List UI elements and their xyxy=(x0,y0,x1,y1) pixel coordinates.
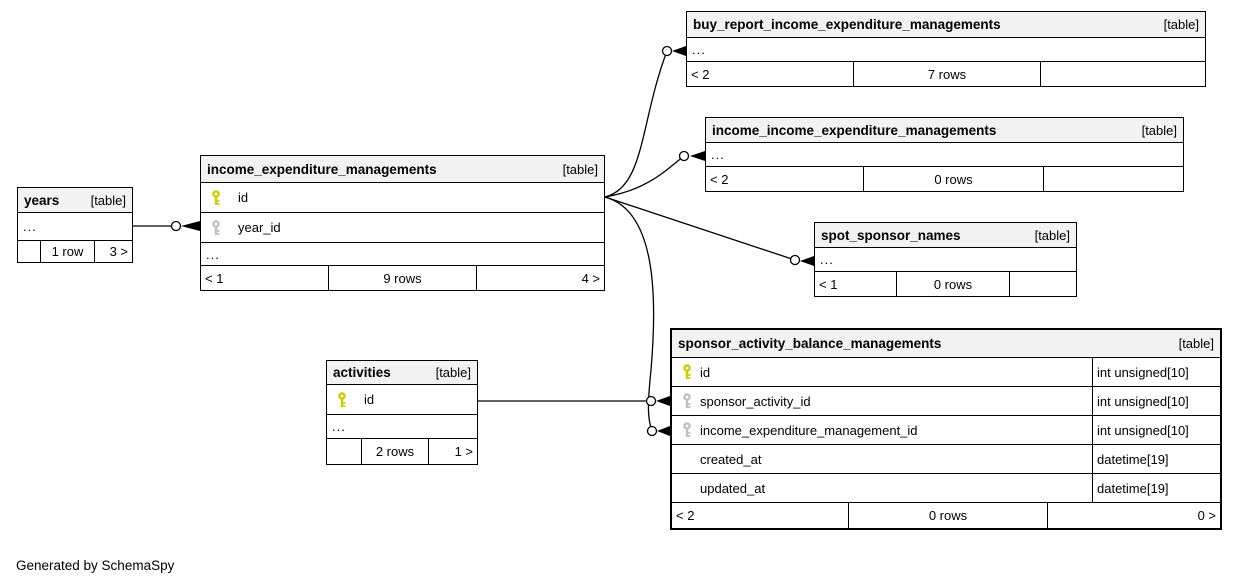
row-count: 0 rows xyxy=(897,272,1010,296)
child-count: 1 > xyxy=(454,444,473,459)
ellipsis-row: ... xyxy=(815,248,1076,272)
table-name: income_expenditure_managements xyxy=(207,161,437,177)
column-name: id xyxy=(238,190,249,205)
parent-count: < 1 xyxy=(815,272,897,296)
ellipsis-row: ... xyxy=(201,243,604,266)
child-count xyxy=(1041,62,1205,86)
column-row: id xyxy=(201,183,604,213)
parent-count: < 2 xyxy=(672,503,849,528)
table-footer: < 2 7 rows xyxy=(687,62,1205,86)
table-tag: [table] xyxy=(1163,17,1199,32)
column-name: income_expenditure_management_id xyxy=(700,422,918,438)
table-tag: [table] xyxy=(1141,122,1177,138)
table-tag: [table] xyxy=(90,192,126,208)
foreign-key-icon xyxy=(210,219,222,236)
column-row: year_id xyxy=(201,213,604,243)
table-header[interactable]: spot_sponsor_names [table] xyxy=(815,223,1076,248)
ellipsis-row: ... xyxy=(327,415,477,439)
column-name: updated_at xyxy=(700,480,766,496)
table-header[interactable]: years [table] xyxy=(18,188,132,213)
table-name: years xyxy=(24,192,60,208)
column-row: id xyxy=(327,385,477,415)
table-footer: 2 rows 1 > xyxy=(327,439,477,464)
table-tag: [table] xyxy=(562,161,598,177)
row-count: 7 rows xyxy=(854,62,1041,86)
column-row: sponsor_activity_id int unsigned[10] xyxy=(672,387,1220,416)
row-count: 0 rows xyxy=(849,503,1048,528)
parent-count xyxy=(18,241,41,262)
column-row: income_expenditure_management_id int uns… xyxy=(672,416,1220,445)
row-count: 0 rows xyxy=(864,167,1044,191)
table-footer: < 1 9 rows 4 > xyxy=(201,266,604,290)
column-name: id xyxy=(700,364,711,380)
table-name: buy_report_income_expenditure_management… xyxy=(693,17,1001,32)
column-name: created_at xyxy=(700,451,762,467)
table-activities[interactable]: activities [table] id ... 2 rows 1 > xyxy=(326,360,478,465)
ellipsis-row: ... xyxy=(18,213,132,241)
primary-key-icon xyxy=(336,391,348,408)
table-header[interactable]: income_income_expenditure_managements [t… xyxy=(706,118,1183,143)
child-count: 3 > xyxy=(109,244,128,259)
table-name: sponsor_activity_balance_managements xyxy=(678,336,942,351)
table-tag: [table] xyxy=(1178,336,1214,351)
parent-count xyxy=(327,439,362,464)
primary-key-icon xyxy=(681,364,693,380)
table-header[interactable]: activities [table] xyxy=(327,361,477,385)
edge-iem-income-income xyxy=(604,155,685,198)
column-type: datetime[19] xyxy=(1092,445,1220,473)
row-count: 9 rows xyxy=(329,266,477,290)
foreign-key-icon xyxy=(681,422,693,438)
column-row: updated_at datetime[19] xyxy=(672,474,1220,503)
child-count xyxy=(1044,167,1183,191)
table-header[interactable]: sponsor_activity_balance_managements [ta… xyxy=(672,330,1220,358)
table-buy-report-income-expenditure-managements[interactable]: buy_report_income_expenditure_management… xyxy=(686,11,1206,87)
table-spot-sponsor-names[interactable]: spot_sponsor_names [table] ... < 1 0 row… xyxy=(814,222,1077,297)
edge-iem-sabm xyxy=(604,196,655,432)
row-count: 1 row xyxy=(41,241,95,262)
edge-iem-buy-report xyxy=(604,50,668,198)
table-header[interactable]: buy_report_income_expenditure_management… xyxy=(687,12,1205,38)
parent-count: < 1 xyxy=(201,266,329,290)
column-type: datetime[19] xyxy=(1092,474,1220,502)
column-name: id xyxy=(364,392,375,407)
table-footer: < 2 0 rows xyxy=(706,167,1183,191)
table-name: spot_sponsor_names xyxy=(821,227,961,243)
row-count: 2 rows xyxy=(362,439,429,464)
table-tag: [table] xyxy=(1034,227,1070,243)
parent-count: < 2 xyxy=(706,167,864,191)
column-row: created_at datetime[19] xyxy=(672,445,1220,474)
child-count: 4 > xyxy=(581,270,600,286)
column-type: int unsigned[10] xyxy=(1092,387,1220,415)
foreign-key-icon xyxy=(681,393,693,409)
table-income-income-expenditure-managements[interactable]: income_income_expenditure_managements [t… xyxy=(705,117,1184,192)
parent-count: < 2 xyxy=(687,62,854,86)
ellipsis-row: ... xyxy=(706,143,1183,167)
column-name: sponsor_activity_id xyxy=(700,393,811,409)
column-type: int unsigned[10] xyxy=(1092,358,1220,386)
table-name: income_income_expenditure_managements xyxy=(712,122,997,138)
table-sponsor-activity-balance-managements[interactable]: sponsor_activity_balance_managements [ta… xyxy=(670,328,1222,530)
column-type: int unsigned[10] xyxy=(1092,416,1220,444)
table-footer: < 1 0 rows xyxy=(815,272,1076,296)
primary-key-icon xyxy=(210,189,222,206)
table-tag: [table] xyxy=(435,365,471,380)
column-row: id int unsigned[10] xyxy=(672,358,1220,387)
table-footer: 1 row 3 > xyxy=(18,241,132,262)
ellipsis-row: ... xyxy=(687,38,1205,62)
table-income-expenditure-managements[interactable]: income_expenditure_managements [table] i… xyxy=(200,155,605,291)
table-years[interactable]: years [table] ... 1 row 3 > xyxy=(17,187,133,263)
table-name: activities xyxy=(333,365,391,380)
generated-by-note: Generated by SchemaSpy xyxy=(16,558,175,573)
child-count: 0 > xyxy=(1197,508,1216,523)
edge-iem-spot-sponsor-names xyxy=(604,196,796,261)
child-count xyxy=(1010,272,1076,296)
table-header[interactable]: income_expenditure_managements [table] xyxy=(201,156,604,183)
column-name: year_id xyxy=(238,220,281,235)
table-footer: < 2 0 rows 0 > xyxy=(672,503,1220,528)
